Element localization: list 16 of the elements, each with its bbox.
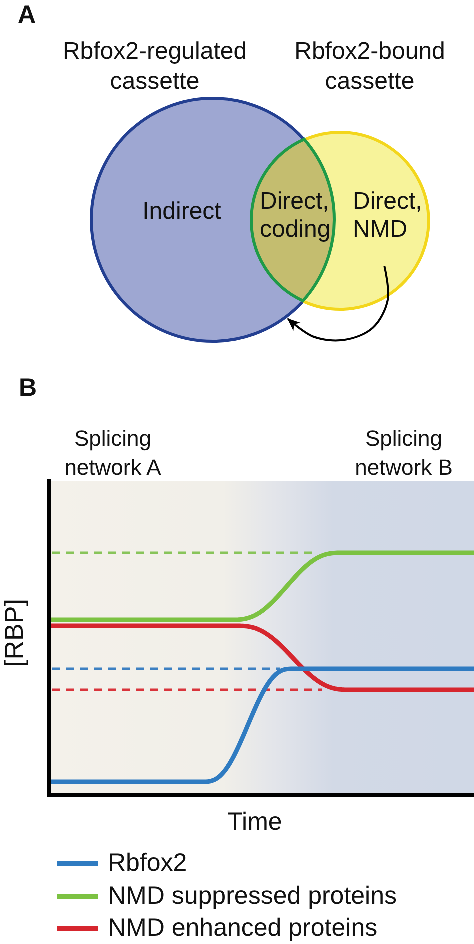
legend-text: NMD suppressed proteins <box>108 882 398 910</box>
y-axis-title: [RBP] <box>0 598 28 669</box>
panel-letter: B <box>19 375 38 401</box>
set-heading: Rbfox2-regulated cassette <box>62 37 248 97</box>
overlap-region <box>250 138 336 303</box>
x-axis-title: Time <box>226 808 284 836</box>
network-label: Splicing network B <box>354 425 454 482</box>
legend-text: Rbfox2 <box>108 849 188 877</box>
region-label: Direct, coding <box>260 188 332 244</box>
curved-arrow <box>287 266 390 342</box>
region-label: Direct, NMD <box>352 188 424 244</box>
legend-text: NMD enhanced proteins <box>108 914 378 942</box>
region-label: Indirect <box>142 198 222 226</box>
network-label: Splicing network A <box>64 425 162 482</box>
panel-letter: A <box>18 2 36 28</box>
set-heading: Rbfox2-bound cassette <box>294 37 446 97</box>
